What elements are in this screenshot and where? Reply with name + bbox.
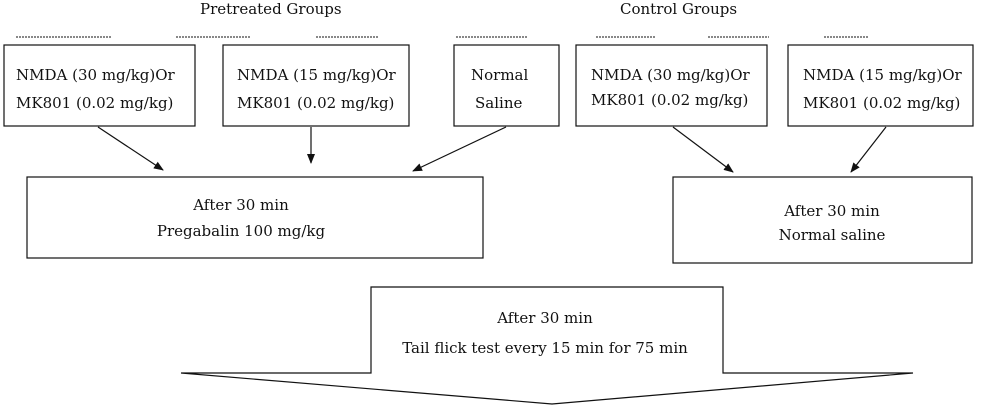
box-line-1: NMDA (15 mg/kg)Or: [237, 66, 397, 84]
arrow-control30-to-saline: [672, 126, 734, 173]
arrow-saline-to-pregabalin: [412, 126, 507, 172]
box-line-2: MK801 (0.02 mg/kg): [237, 94, 394, 112]
final-step-block-arrow: After 30 min Tail flick test every 15 mi…: [180, 286, 914, 405]
arrow-nmda30-to-pregabalin: [97, 126, 164, 171]
control-normal-saline-box: After 30 min Normal saline: [672, 176, 973, 264]
box-line-1: NMDA (30 mg/kg)Or: [591, 66, 751, 84]
box-line-2: MK801 (0.02 mg/kg): [591, 91, 748, 109]
pretreated-nmda15-box: NMDA (15 mg/kg)Or MK801 (0.02 mg/kg): [222, 44, 410, 127]
box-line-1: After 30 min: [192, 196, 289, 214]
box-line-1: NMDA (30 mg/kg)Or: [16, 66, 176, 84]
box-line-2: MK801 (0.02 mg/kg): [803, 94, 960, 112]
pretreated-groups-header: Pretreated Groups: [200, 0, 342, 18]
control-groups-header: Control Groups: [620, 0, 737, 18]
box-line-2: Normal saline: [779, 226, 886, 244]
pretreated-nmda30-box: NMDA (30 mg/kg)Or MK801 (0.02 mg/kg): [3, 44, 196, 127]
box-line-2: Saline: [475, 94, 522, 112]
control-nmda15-box: NMDA (15 mg/kg)Or MK801 (0.02 mg/kg): [787, 44, 974, 127]
pregabalin-box: After 30 min Pregabalin 100 mg/kg: [26, 176, 484, 259]
pretreated-normal-saline-box: Normal Saline: [453, 44, 560, 127]
box-line-2: MK801 (0.02 mg/kg): [16, 94, 173, 112]
control-nmda30-box: NMDA (30 mg/kg)Or MK801 (0.02 mg/kg): [575, 44, 768, 127]
box-line-1: NMDA (15 mg/kg)Or: [803, 66, 963, 84]
box-line-1: After 30 min: [496, 309, 593, 327]
arrow-control15-to-saline: [850, 126, 887, 173]
box-line-1: After 30 min: [783, 202, 880, 220]
box-line-1: Normal: [471, 66, 528, 84]
box-line-2: Pregabalin 100 mg/kg: [157, 222, 326, 240]
box-line-2: Tail flick test every 15 min for 75 min: [402, 339, 688, 357]
